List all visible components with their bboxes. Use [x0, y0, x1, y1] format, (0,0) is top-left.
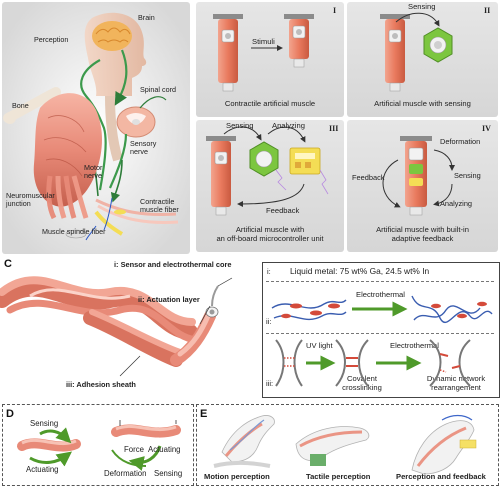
b-ii-unit: [380, 14, 410, 92]
b-iii-unit: [206, 136, 236, 216]
e-caption-feedback: Perception and feedback: [396, 472, 486, 481]
b-iv-unit: [400, 136, 432, 216]
b-iv-analyzing-label: Analyzing: [440, 199, 473, 208]
e-caption-motion: Motion perception: [204, 472, 270, 481]
c-row-iii-arrow1-label: UV light: [306, 341, 333, 350]
b-iv-deformation-label: Deformation: [440, 137, 481, 146]
c-iii-right: [429, 339, 471, 387]
panel-d-box: [2, 404, 194, 486]
b-i-unit-right: [284, 14, 314, 68]
b-iii-analyzing-label: Analyzing: [272, 121, 305, 130]
b-iv-caption: Artificial muscle with built-in adaptive…: [376, 225, 469, 243]
c-iii-left: [275, 339, 303, 387]
c-row-i-text: Liquid metal: 75 wt% Ga, 24.5 wt% In: [290, 266, 430, 276]
d-actuating2-label: Actuating: [148, 445, 181, 454]
e-hand-motion: [213, 415, 275, 468]
numeral-b-iv: IV: [482, 124, 491, 133]
d-sensing-label: Sensing: [30, 419, 59, 428]
e-hand-tactile: [295, 426, 370, 466]
c-row-ii-arrow-label: Electrothermal: [356, 290, 405, 299]
d-sensing2-label: Sensing: [154, 469, 183, 478]
label-perception: Perception: [34, 35, 69, 44]
panel-e-box: [196, 404, 499, 486]
c-network-left: [271, 299, 347, 321]
e-hand-feedback: [411, 414, 477, 475]
c-row-divider-1: [266, 281, 494, 282]
label-spinal-cord: Spinal cord: [140, 85, 176, 94]
c-row-divider-2: [266, 333, 494, 334]
b-iii-caption: Artificial muscle with an off-board micr…: [216, 225, 324, 243]
b-iii-feedback-label: Feedback: [266, 206, 300, 215]
b-ii-sensing-label: Sensing: [408, 2, 436, 11]
d-force-label: Force: [124, 445, 144, 454]
panel-letter-c: C: [4, 258, 12, 270]
d-deformation-label: Deformation: [104, 469, 147, 478]
label-muscle-spindle-fiber: Muscle spindle fiber: [42, 227, 106, 236]
panel-letter-e: E: [200, 408, 208, 420]
b-iii-sensing-label: Sensing: [226, 121, 254, 130]
label-sensory-nerve: Sensory nerve: [130, 139, 157, 156]
c-right-box: [262, 262, 500, 398]
c-layer-actuation-label: ii: Actuation layer: [138, 295, 200, 304]
label-bone: Bone: [12, 101, 29, 110]
numeral-b-i: I: [333, 6, 337, 15]
b-iv-feedback-label: Feedback: [352, 173, 385, 182]
e-caption-tactile: Tactile perception: [306, 472, 371, 481]
label-contractile-muscle-fiber: Contractile muscle fiber: [140, 197, 179, 214]
b-iv-sensing-label: Sensing: [454, 171, 481, 180]
c-row-i-tag: i:: [267, 267, 271, 276]
c-layer-sheath-label: iii: Adhesion sheath: [66, 380, 136, 389]
label-motor-nerve: Motor nerve: [84, 163, 103, 180]
c-row-iii-cap2: Dynamic network rearrangement: [426, 374, 486, 392]
panel-b-ii: [347, 2, 498, 117]
b-ii-caption: Artificial muscle with sensing: [374, 99, 471, 108]
numeral-b-ii: II: [484, 6, 491, 15]
c-network-right: [411, 295, 493, 324]
c-layer-core-label: i: Sensor and electrothermal core: [114, 260, 232, 269]
b-i-stimuli-label: Stimuli: [252, 37, 275, 46]
c-iii-mid: [335, 339, 369, 387]
numeral-b-iii: III: [329, 124, 339, 133]
d-actuating-label: Actuating: [26, 465, 59, 474]
label-brain: Brain: [138, 13, 155, 22]
b-i-unit-left: [213, 14, 243, 92]
label-neuromuscular-junction: Neuromuscular junction: [6, 191, 55, 208]
c-row-iii-tag: iii:: [266, 379, 274, 388]
c-row-ii-tag: ii:: [266, 317, 272, 326]
b-i-caption: Contractile artificial muscle: [224, 99, 316, 108]
panel-letter-d: D: [6, 408, 14, 420]
c-row-iii-arrow2-label: Electrothermal: [390, 341, 439, 350]
